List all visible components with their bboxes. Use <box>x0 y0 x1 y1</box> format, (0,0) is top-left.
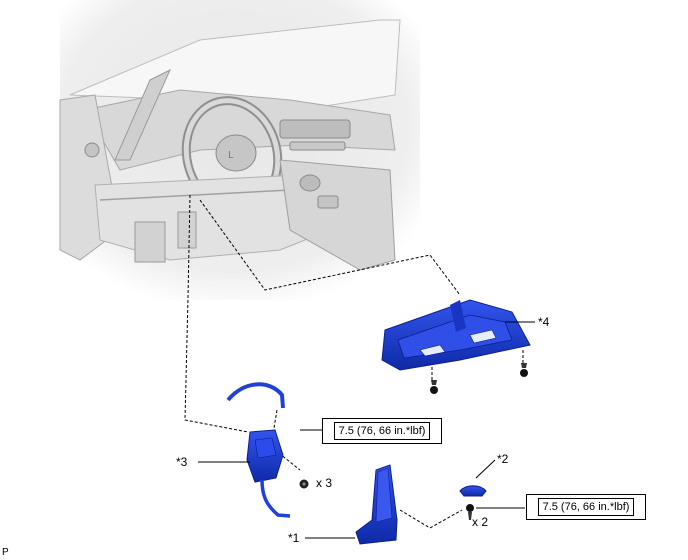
figure-code: P <box>2 547 9 558</box>
quantity-label: x 2 <box>472 515 489 529</box>
part-2-clip <box>459 485 487 497</box>
bolt-icon <box>520 363 528 377</box>
part-4-bracket <box>381 299 531 371</box>
torque-spec-box: 7.5 (76, 66 in.*lbf) <box>322 418 442 444</box>
torque-spec-text: 7.5 (76, 66 in.*lbf) <box>537 498 635 516</box>
torque-spec-box: 7.5 (76, 66 in.*lbf) <box>526 494 646 520</box>
callout-4: *4 <box>538 315 550 329</box>
svg-text:L: L <box>228 150 234 161</box>
callout-1: *1 <box>288 531 300 545</box>
torque-spec-text: 7.5 (76, 66 in.*lbf) <box>333 422 431 440</box>
callout-lines <box>198 321 535 539</box>
bolt-icon <box>430 380 438 394</box>
callout-2: *2 <box>497 452 509 466</box>
callout-3: *3 <box>176 455 188 469</box>
bolt-icon <box>466 504 474 520</box>
vehicle-interior-illustration: L <box>59 0 420 300</box>
nut-icon <box>299 479 309 489</box>
part-1-panel <box>355 464 398 545</box>
part-3-module-harness <box>226 382 291 518</box>
quantity-label: x 3 <box>316 476 333 490</box>
